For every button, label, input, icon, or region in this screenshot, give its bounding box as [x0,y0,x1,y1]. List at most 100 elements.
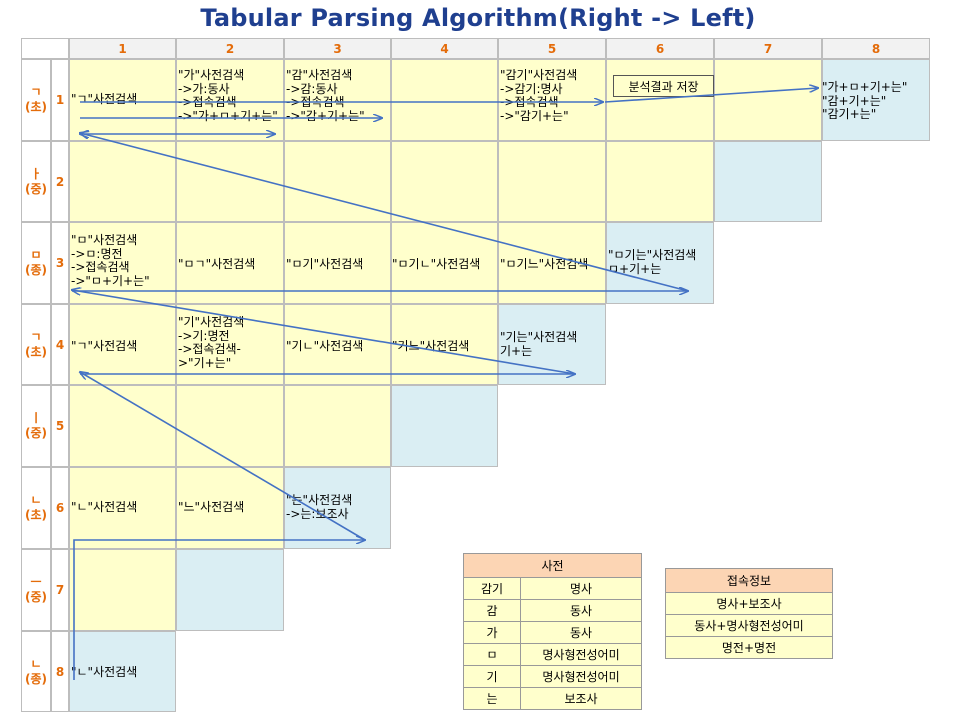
row-label-8: ㄴ(종) [21,631,51,712]
row-jamo: ㄴ [30,656,42,671]
connection-rule: 동사+명사형전성어미 [665,614,833,637]
col-header-8: 8 [822,38,930,59]
cell-text-r6c1: "ㄴ"사전검색 [71,500,138,514]
cell-r5c3 [284,385,391,467]
cell-text-r3c6: "ㅁ기는"사전검색 ㅁ+기+는 [608,248,697,276]
row-jamo: ㅏ [30,166,42,181]
dictionary-word: 는 [463,687,521,710]
corner-cell [21,38,69,59]
cell-r1c2 [176,59,284,141]
row-label-7: ㅡ(중) [21,549,51,631]
col-header-2: 2 [176,38,284,59]
cell-text-r1c1: "ㄱ"사전검색 [71,92,138,106]
cell-text-r6c3: "는"사전검색 ->는:보조사 [286,493,353,521]
row-position: (초) [24,100,47,114]
col-header-7: 7 [714,38,822,59]
row-number-3: 3 [51,222,69,304]
cell-r1c4 [391,59,498,141]
cell-text-r3c1: "ㅁ"사전검색 ->ㅁ:명전 ->접속검색 ->"ㅁ+기+는" [71,233,150,288]
row-number-2: 2 [51,141,69,222]
col-header-3: 3 [284,38,391,59]
connection-row: 명사+보조사 [665,592,833,615]
row-position: (종) [24,263,47,277]
dictionary-pos: 명사형전성어미 [520,665,642,688]
cell-text-r3c4: "ㅁ기ㄴ"사전검색 [392,257,481,271]
connection-row: 명전+명전 [665,636,833,659]
row-position: (중) [24,590,47,604]
cell-r1c8 [822,59,930,141]
cell-r1c1 [69,59,176,141]
dictionary-pos: 보조사 [520,687,642,710]
row-label-3: ㅁ(종) [21,222,51,304]
cell-r2c5 [498,141,606,222]
cell-text-r4c4: "기느"사전검색 [392,339,470,353]
row-jamo: ㅣ [30,411,42,425]
row-jamo: ㄱ [30,329,42,344]
cell-r2c3 [284,141,391,222]
cell-r7c1 [69,549,176,631]
row-label-4: ㄱ(초) [21,304,51,385]
cell-text-r3c3: "ㅁ기"사전검색 [286,257,364,271]
page-title: Tabular Parsing Algorithm(Right -> Left) [200,4,756,32]
cell-r2c1 [69,141,176,222]
cell-text-r4c5: "기는"사전검색 기+는 [500,330,578,358]
cell-r1c6 [606,59,714,141]
col-header-6: 6 [606,38,714,59]
row-label-5: ㅣ(중) [21,385,51,467]
col-header-5: 5 [498,38,606,59]
cell-r2c7 [714,141,822,222]
row-jamo: ㄱ [30,85,42,99]
row-number-8: 8 [51,631,69,712]
cell-text-r8c1: "ㄴ"사전검색 [71,665,138,679]
cell-r2c6 [606,141,714,222]
dictionary-word: 가 [463,621,521,644]
dictionary-pos: 명사 [520,577,642,600]
dictionary-word: 감기 [463,577,521,600]
row-position: (중) [24,181,47,196]
row-position: (초) [24,508,47,522]
dictionary-title: 사전 [463,553,642,578]
row-number-6: 6 [51,467,69,549]
cell-text-r1c3: "감"사전검색 ->감:동사 ->접속검색 ->"감+기+는" [286,68,365,123]
col-header-4: 4 [391,38,498,59]
cell-r7c2 [176,549,284,631]
cell-r1c3 [284,59,391,141]
cell-text-r4c1: "ㄱ"사전검색 [71,339,138,353]
dictionary-word: 감 [463,599,521,622]
row-position: (중) [24,426,47,440]
cell-text-r4c3: "기ㄴ"사전검색 [286,339,364,353]
dictionary-word: ㅁ [463,643,521,666]
save-result-button[interactable]: 분석결과 저장 [613,75,714,97]
row-position: (초) [24,344,47,359]
cell-text-r3c5: "ㅁ기느"사전검색 [500,257,589,271]
dictionary-pos: 동사 [520,599,642,622]
cell-text-r1c8: "가+ㅁ+기+는" "감+기+는" "감기+는" [822,80,908,121]
cell-text-r4c2: "기"사전검색 ->기:명전 ->접속검색- >"기+는" [178,315,245,370]
row-jamo: ㅁ [30,248,42,262]
connection-rule: 명전+명전 [665,636,833,659]
cell-r5c4 [391,385,498,467]
row-number-7: 7 [51,549,69,631]
connection-rule: 명사+보조사 [665,592,833,615]
cell-text-r3c2: "ㅁㄱ"사전검색 [178,257,256,271]
dictionary-pos: 동사 [520,621,642,644]
row-number-4: 4 [51,304,69,385]
row-number-1: 1 [51,59,69,141]
row-number-5: 5 [51,385,69,467]
cell-r5c2 [176,385,284,467]
cell-text-r6c2: "느"사전검색 [178,500,245,514]
row-label-1: ㄱ(초) [21,59,51,141]
row-jamo: ㅡ [30,575,42,589]
cell-text-r1c2: "가"사전검색 ->가:동사 ->접속검색 ->"가+ㅁ+기+는" [178,68,278,123]
cell-text-r1c5: "감기"사전검색 ->감기:명사 ->접속검색 ->"감기+는" [500,68,578,123]
dictionary-pos: 명사형전성어미 [520,643,642,666]
cell-r2c2 [176,141,284,222]
dictionary-word: 기 [463,665,521,688]
